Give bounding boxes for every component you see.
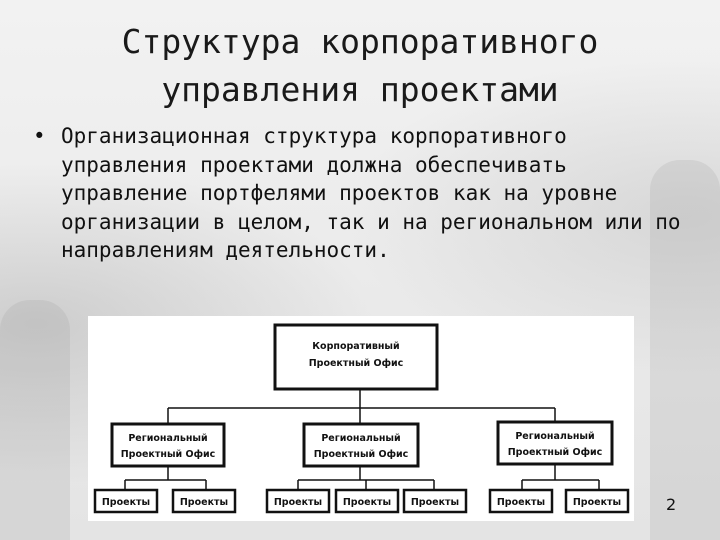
- region-box-1: Региональный Проектный Офис: [110, 422, 226, 468]
- region-box-1-frame: [110, 422, 226, 468]
- region-box-2: Региональный Проектный Офис: [302, 422, 420, 468]
- project-box-frame: [265, 488, 331, 514]
- project-box-frame: [93, 488, 159, 514]
- region-box-2-line-1: Региональный: [321, 433, 400, 444]
- project-box-frame: [171, 488, 237, 514]
- root-box-line-1: Корпоративный: [312, 341, 399, 352]
- region-box-2-line-2: Проектный Офис: [314, 449, 409, 460]
- project-box-frame: [488, 488, 554, 514]
- slide-title-line-1: Структура корпоративного: [121, 22, 599, 61]
- root-box-frame: [273, 323, 439, 391]
- connector-lines: [124, 389, 600, 490]
- project-box: Проекты: [488, 488, 554, 514]
- region-box-1-line-2: Проектный Офис: [121, 449, 216, 460]
- project-box: Проекты: [171, 488, 237, 514]
- slide-title-line-2: управления проектами: [161, 70, 559, 109]
- project-box-frame: [564, 488, 630, 514]
- background-tower-right: [650, 160, 720, 540]
- project-box-label: Проекты: [411, 497, 459, 508]
- project-box-label: Проекты: [497, 497, 545, 508]
- region-box-2-frame: [302, 422, 420, 468]
- root-box-line-2: Проектный Офис: [309, 358, 404, 369]
- org-chart-svg: Корпоративный Проектный Офис Региональны…: [93, 323, 630, 514]
- region-box-3-line-1: Региональный: [515, 431, 594, 442]
- project-box-label: Проекты: [102, 497, 150, 508]
- bullet-text: Организационная структура корпоративного…: [61, 124, 681, 262]
- bullet-marker: •: [33, 124, 46, 148]
- project-box-label: Проекты: [180, 497, 228, 508]
- background-tower-left: [0, 300, 70, 540]
- project-box-label: Проекты: [573, 497, 621, 508]
- root-box: Корпоративный Проектный Офис: [273, 323, 439, 391]
- region-box-3-frame: [496, 420, 614, 466]
- project-box: Проекты: [334, 488, 400, 514]
- project-box-label: Проекты: [274, 497, 322, 508]
- project-box-label: Проекты: [343, 497, 391, 508]
- project-box: Проекты: [93, 488, 159, 514]
- region-box-1-line-1: Региональный: [128, 433, 207, 444]
- slide-title: Структура корпоративного управления прое…: [0, 18, 720, 114]
- project-box: Проекты: [265, 488, 331, 514]
- region-box-3: Региональный Проектный Офис: [496, 420, 614, 466]
- project-box-frame: [402, 488, 468, 514]
- project-box-frame: [334, 488, 400, 514]
- page-number: 2: [666, 495, 677, 514]
- org-chart: Корпоративный Проектный Офис Региональны…: [88, 316, 634, 521]
- region-box-3-line-2: Проектный Офис: [508, 447, 603, 458]
- project-box: Проекты: [402, 488, 468, 514]
- project-box: Проекты: [564, 488, 630, 514]
